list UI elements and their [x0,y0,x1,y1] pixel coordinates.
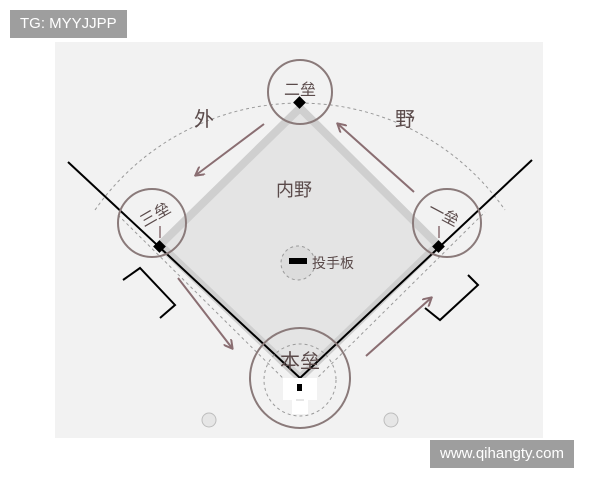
arrow-second-to-third [196,123,265,175]
second-base-circle [267,59,333,125]
label-outfield-right: 野 [395,107,415,131]
third-base-marker [153,240,166,253]
on-deck-circle-right [383,412,399,428]
label-second-base: 二垒 [284,80,316,99]
arrow-first-to-second [338,124,415,193]
first-base-marker [432,240,445,253]
coach-box-left [122,266,177,319]
home-plate-dirt-circle [263,343,337,417]
watermark-top: TG: MYYJJPP [10,10,127,38]
baseline-dashed [117,211,486,396]
arrow-home-to-first [365,298,431,357]
arrow-third-to-home [177,277,232,348]
label-outfield-left: 外 [194,107,214,131]
pitchers-rubber [289,258,307,264]
coach-box-right [424,274,480,322]
on-deck-circle-left [201,412,217,428]
home-plate-circle [249,327,351,429]
first-base-circle [412,188,482,258]
third-base-circle [117,188,187,258]
foul-line-left [67,161,301,379]
label-infield: 内野 [276,180,312,201]
second-base-marker [293,96,306,109]
label-home-plate: 本垒 [280,349,320,373]
watermark-bottom: www.qihangty.com [430,440,574,468]
home-plate-marker [297,384,302,391]
label-pitcher-plate: 投手板 [312,256,354,272]
foul-line-right [299,159,533,379]
